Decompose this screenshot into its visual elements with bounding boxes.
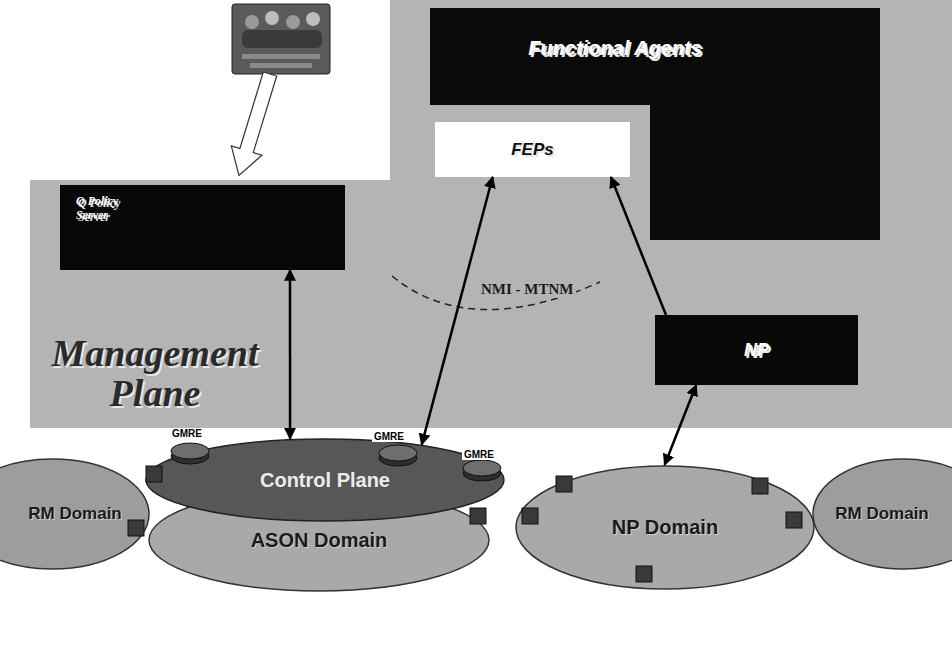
disk-top: [463, 460, 501, 476]
person-head: [265, 11, 279, 25]
node-text-group: RM Domain: [28, 504, 122, 524]
node-label: Functional Agents: [450, 38, 780, 59]
node-label: Control Plane: [260, 469, 390, 492]
node-outline-path: [813, 459, 952, 569]
gmre-disk: [379, 445, 417, 466]
node-label: FEPs: [511, 141, 554, 159]
connector-arrow: [611, 177, 666, 315]
node-text-group: Functional Agents: [450, 38, 780, 59]
node-label: RM Domain: [28, 504, 122, 524]
node-outline-path: [655, 315, 858, 385]
node-label: NP: [744, 341, 769, 360]
person-head: [306, 12, 320, 26]
plane-region: Management Plane Functional AgentsFEPs Q P…: [30, 0, 952, 428]
node-text-group: NP Domain: [612, 516, 718, 539]
network-element: [752, 478, 768, 494]
connector-arrow: [289, 270, 292, 439]
node-label: Management Plane: [30, 334, 280, 414]
gmre-disk: [463, 460, 501, 481]
domain-ellipse: NP Domain: [515, 465, 815, 590]
process-box: FEPs: [435, 122, 630, 177]
interface-arc: [392, 276, 600, 310]
network-element: [522, 508, 538, 524]
picture-frame: [232, 4, 330, 74]
network-element: [470, 508, 486, 524]
picture-caption-bar: [242, 54, 320, 59]
disk-base: [171, 448, 209, 464]
node-text-group: RM Domain: [835, 504, 929, 524]
policy-arrow: [224, 69, 286, 180]
network-elements: [128, 466, 802, 582]
node-outline-path: [516, 466, 814, 589]
node-outline-path: [435, 122, 630, 177]
domain-shape: RM Domain: [812, 458, 952, 570]
policy-arrow-shape: [224, 69, 286, 180]
connector-arrow: [665, 385, 697, 465]
node-outline-path: [30, 0, 952, 428]
process-box: NP: [655, 315, 858, 385]
node-label: Q Policy Server: [76, 195, 142, 223]
network-element: [636, 566, 652, 582]
domain-shape: RM Domain: [0, 458, 150, 570]
element-label: GMRE: [372, 431, 406, 442]
disk-top: [379, 445, 417, 461]
element-label: GMRE: [462, 449, 496, 460]
person-head: [286, 15, 300, 29]
disk-base: [463, 465, 501, 481]
node-text-group: Management Plane: [30, 334, 280, 414]
picture-caption-bar: [250, 63, 312, 68]
network-element: [146, 466, 162, 482]
disk-base: [379, 450, 417, 466]
node-text-group: FEPs: [511, 141, 554, 159]
node-outline-path: [430, 8, 880, 240]
person-head: [245, 15, 259, 29]
network-element: [556, 476, 572, 492]
admin-picture: [232, 4, 330, 74]
node-outline-path: [146, 439, 504, 521]
network-element: [128, 520, 144, 536]
node-text-group: Control Plane: [260, 469, 390, 492]
node-label: NP Domain: [612, 516, 718, 539]
network-element: [786, 512, 802, 528]
interface-label: NMI - MTNM: [478, 281, 576, 298]
person-bodies: [242, 30, 322, 48]
node-outline-path: [0, 459, 149, 569]
disk-top: [171, 443, 209, 459]
server-box: Q Policy Server: [60, 185, 345, 270]
control-plane-ellipse: Control Plane: [145, 438, 505, 522]
element-label: GMRE: [170, 428, 204, 439]
connector-arrow: [422, 177, 493, 445]
gmre-disk: [171, 443, 209, 464]
node-text-group: NP: [744, 341, 769, 360]
node-label: ASON Domain: [251, 529, 388, 552]
node-outline-path: [60, 185, 345, 270]
node-label: RM Domain: [835, 504, 929, 524]
node-text-group: ASON Domain: [251, 529, 388, 552]
node-text-group: Q Policy Server: [76, 195, 142, 223]
